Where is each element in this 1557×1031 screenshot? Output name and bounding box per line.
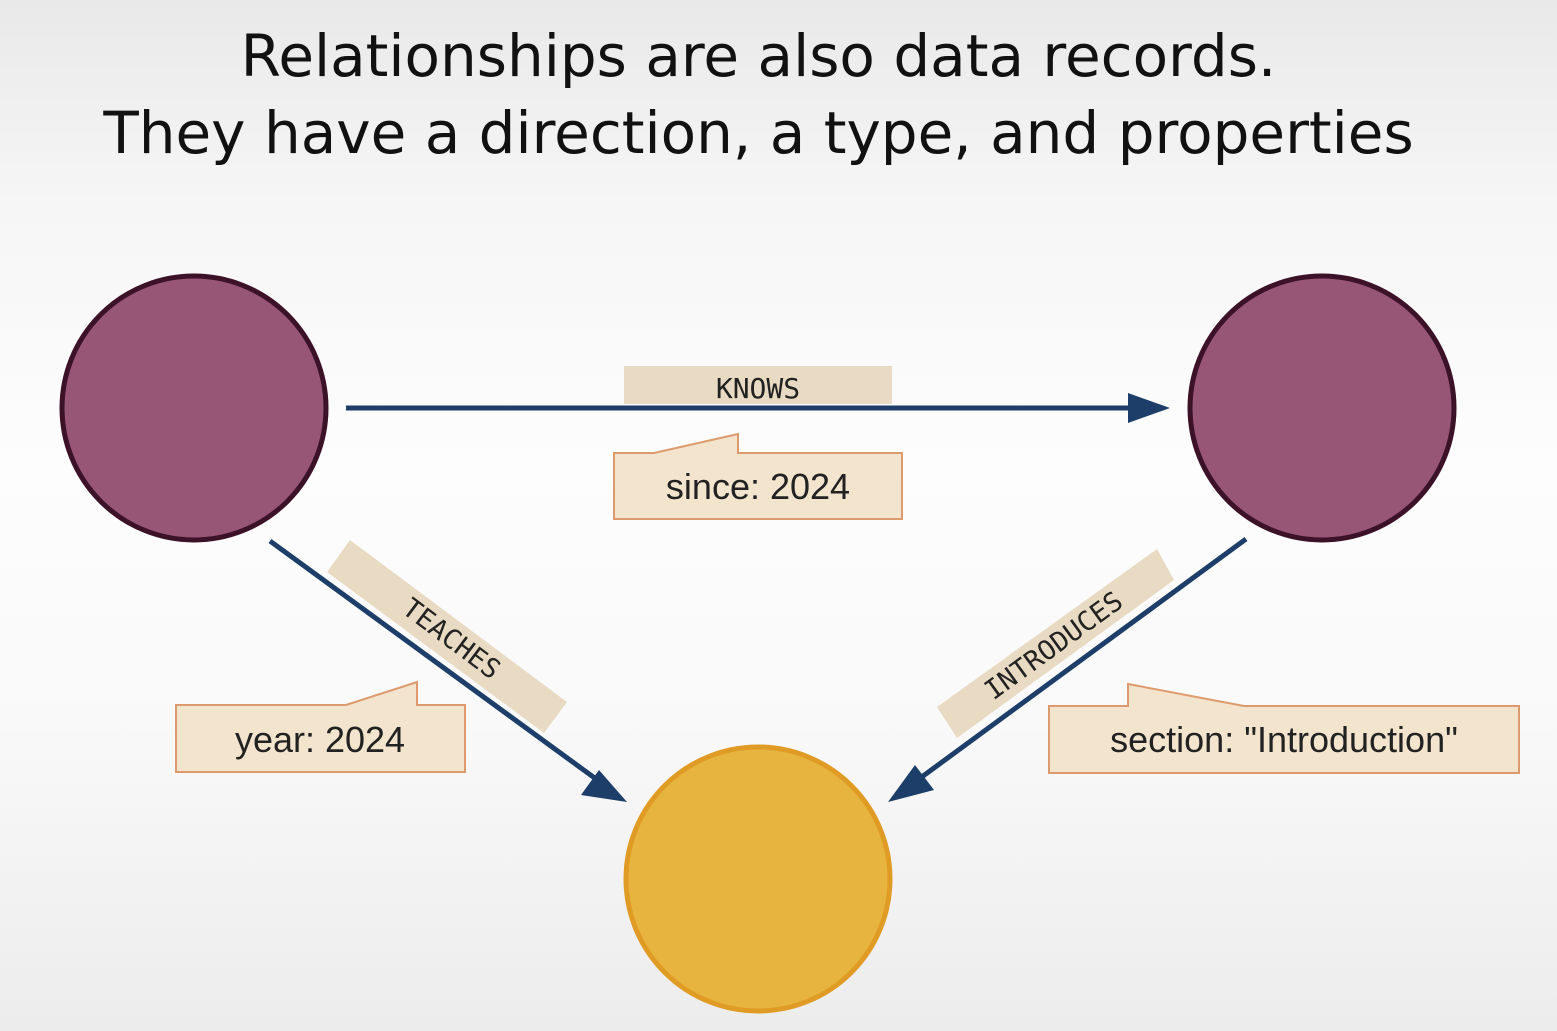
type-label-bg-introduces (937, 549, 1174, 738)
type-label-bg-knows (624, 366, 892, 404)
type-label-knows: KNOWS (716, 372, 800, 405)
type-label-bg-teaches (327, 540, 567, 733)
property-callout-introduces (1048, 682, 1520, 774)
property-knows: since: 2024 (666, 466, 850, 507)
arrow-line-teaches (268, 538, 598, 782)
node-topic (623, 744, 893, 1014)
type-label-introduces: INTRODUCES (979, 586, 1129, 707)
node-person-b (1187, 273, 1457, 543)
arrowhead-knows (1128, 393, 1170, 423)
node-person-a (59, 273, 329, 543)
slide-title-line-2: They have a direction, a type, and prope… (103, 99, 1414, 167)
property-callout-teaches (175, 680, 466, 773)
slide-title-line-1: Relationships are also data records. (240, 22, 1277, 90)
property-introduces: section: "Introduction" (1110, 719, 1458, 760)
arrowhead-teaches (581, 770, 627, 802)
property-teaches: year: 2024 (235, 719, 405, 760)
relationship-knows: KNOWS since: 2024 (346, 366, 1170, 520)
property-callout-knows (613, 432, 903, 520)
arrowhead-introduces (888, 765, 934, 802)
relationship-introduces: INTRODUCES section: "Introduction" (888, 536, 1520, 802)
relationship-teaches: TEACHES year: 2024 (175, 538, 627, 802)
arrow-line-introduces (917, 536, 1248, 782)
